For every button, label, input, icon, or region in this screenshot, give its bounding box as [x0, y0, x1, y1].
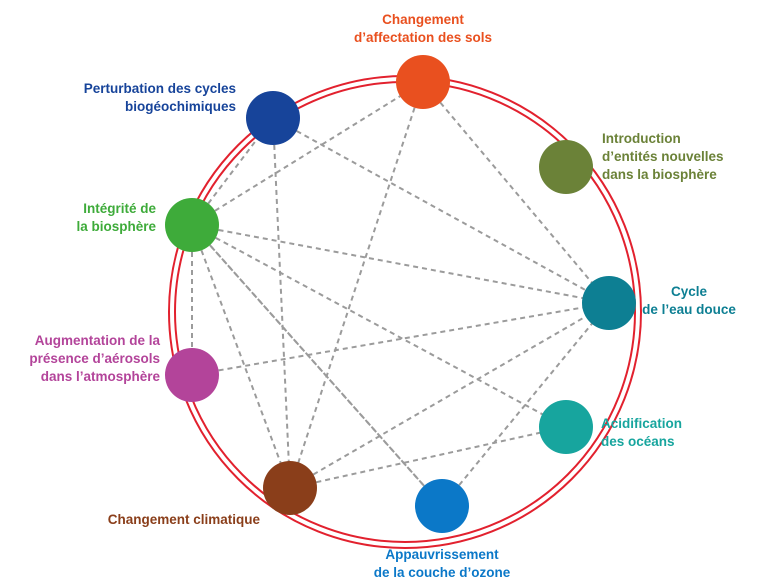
link-climate-water — [289, 302, 610, 489]
node-novel — [539, 140, 593, 194]
link-biosphere-ocean — [191, 224, 567, 428]
label-ozone: Appauvrissement de la couche d’ozone — [373, 547, 511, 580]
node-land — [396, 55, 450, 109]
node-climate — [263, 461, 317, 515]
node-aerosol — [165, 348, 219, 402]
label-ocean-acidification: Acidification des océans — [601, 416, 683, 449]
link-biosphere-land — [191, 81, 424, 226]
node-ocean — [539, 400, 593, 454]
link-biosphere-water — [191, 224, 610, 304]
link-biosphere-climate — [191, 224, 291, 489]
label-freshwater: Cycle de l’eau douce — [642, 284, 736, 317]
node-ozone — [415, 479, 469, 533]
link-climate-ocean — [289, 426, 567, 489]
label-novel-entities: Introduction d’entités nouvelles dans la… — [602, 131, 724, 182]
link-ozone-biosphere — [191, 224, 443, 507]
node-water — [582, 276, 636, 330]
label-land-use: Changement d’affectation des sols — [353, 12, 493, 45]
link-biogeo-climate — [272, 117, 291, 489]
label-aerosols: Augmentation de la présence d’aérosols d… — [29, 333, 160, 384]
node-biogeo — [246, 91, 300, 145]
label-climate-change: Changement climatique — [107, 512, 260, 527]
nodes-group — [165, 55, 636, 533]
link-land-climate — [289, 81, 424, 489]
link-aerosol-water — [191, 302, 610, 376]
label-biosphere-integrity: Intégrité de la biosphère — [76, 201, 156, 234]
link-ozone-water — [441, 302, 610, 507]
link-biogeo-water — [272, 117, 610, 304]
link-land-water — [422, 81, 610, 304]
node-biosphere — [165, 198, 219, 252]
label-biogeochemical: Perturbation des cycles biogéochimiques — [83, 81, 236, 114]
